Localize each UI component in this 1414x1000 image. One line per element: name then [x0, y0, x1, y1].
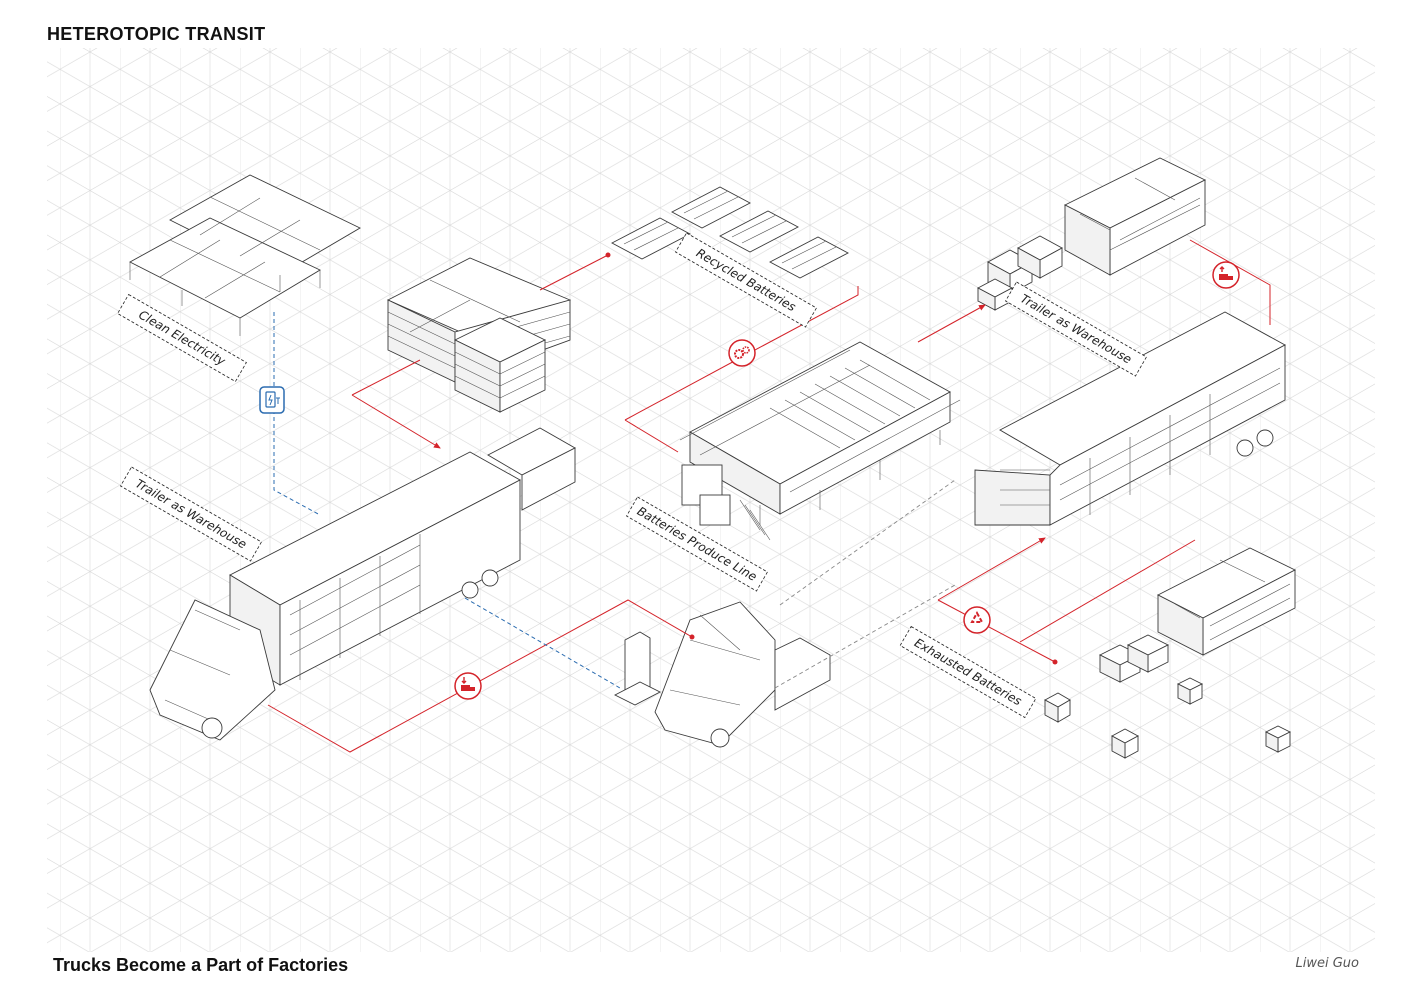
truck-unload-icon — [454, 672, 482, 700]
recycled-battery-pads — [611, 186, 849, 279]
flow-lines — [267, 239, 1271, 753]
scattered-cells — [1044, 634, 1292, 759]
gear-icon — [728, 339, 756, 367]
tractor-unit — [654, 601, 831, 748]
recycle-icon — [963, 606, 991, 634]
exhausted-battery-rack — [1157, 547, 1296, 656]
truck-with-trailer-left — [149, 427, 576, 741]
caption: Trucks Become a Part of Factories — [53, 955, 349, 975]
battery-production-line — [679, 341, 961, 541]
author-credit: Liwei Guo — [1295, 956, 1360, 971]
page-title: HETEROTOPIC TRANSIT — [47, 24, 266, 44]
truck-load-icon — [1212, 261, 1240, 289]
charging-station — [614, 631, 661, 706]
warehouse-rack — [1063, 157, 1207, 276]
solar-canopy — [129, 174, 361, 336]
phone-charge-icon — [259, 386, 285, 414]
battery-stacks — [386, 257, 572, 413]
truck-with-trailer-right — [974, 311, 1286, 526]
